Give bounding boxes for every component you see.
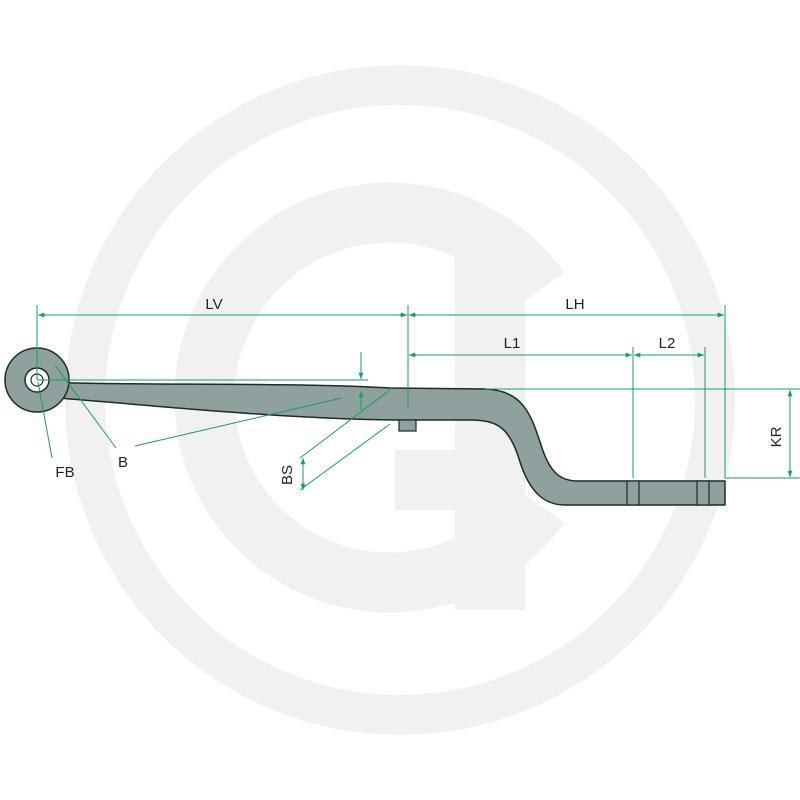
bs-extension-bottom (299, 423, 391, 491)
dimension-lines (36, 305, 800, 491)
dimension-labels: LV LH L1 L2 KR BS FB B (55, 296, 785, 485)
leader-b-leaf (134, 397, 343, 447)
clamp-band-1 (626, 480, 640, 506)
label-lv: LV (205, 296, 222, 313)
label-l2: L2 (659, 335, 676, 352)
label-fb: FB (55, 464, 74, 481)
leader-fb (37, 381, 53, 459)
bs-extension-top (299, 389, 391, 459)
leader-b-eye (54, 364, 117, 449)
label-kr: KR (768, 426, 785, 447)
label-b: B (118, 454, 128, 471)
label-bs: BS (279, 465, 296, 485)
label-lh: LH (565, 296, 584, 313)
label-l1: L1 (504, 335, 521, 352)
centre-bolt-head (398, 419, 417, 432)
clamp-band-2 (696, 480, 710, 506)
spring-leaf-body (37, 381, 726, 506)
